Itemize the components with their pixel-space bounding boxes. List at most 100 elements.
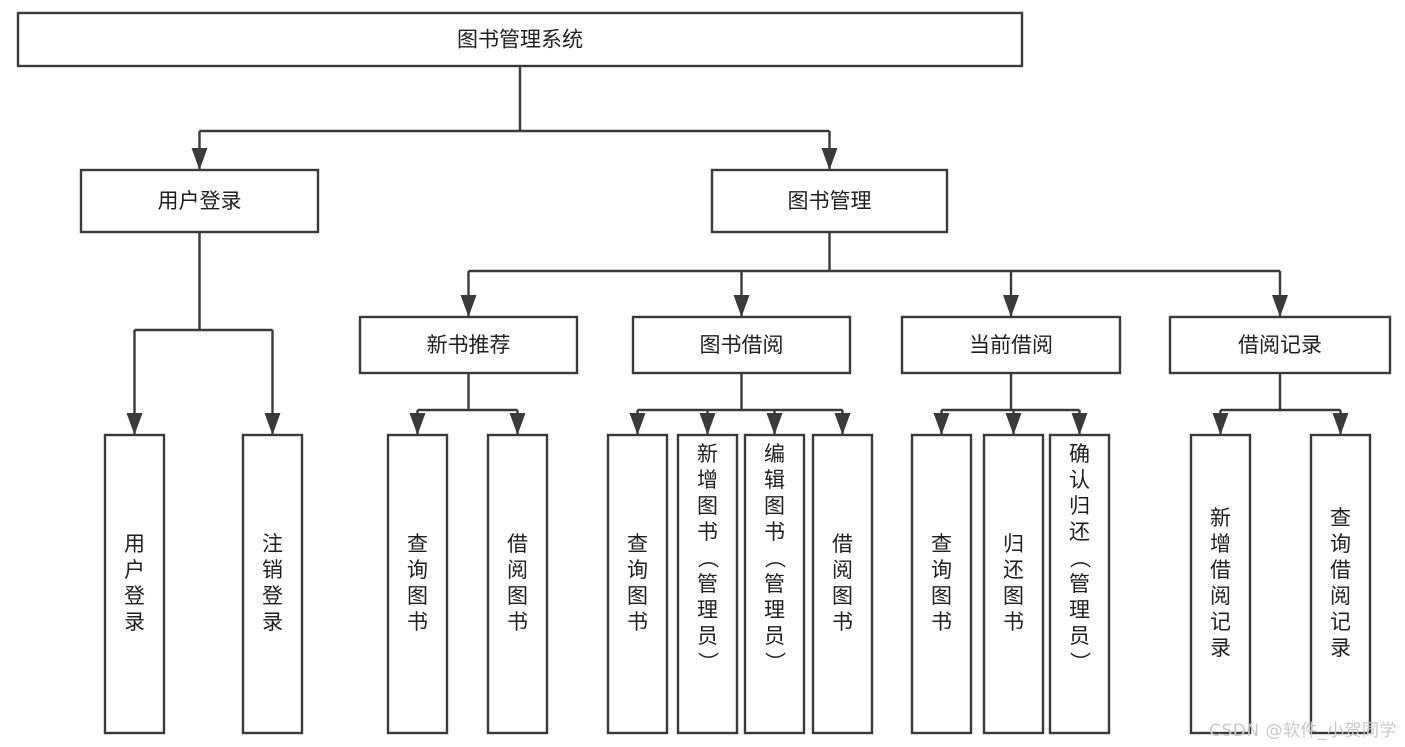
arrow-head-icon (629, 413, 646, 435)
arrow-head-icon (699, 413, 716, 435)
node-box (386, 433, 449, 735)
node-label-char: 图 (1003, 584, 1024, 608)
node-label: 图书管理系统 (457, 28, 583, 52)
node-label-char: ） (1068, 652, 1092, 673)
node-label-char: 阅 (1330, 584, 1351, 608)
node-label-char: 借 (1210, 558, 1231, 582)
node-box (910, 433, 973, 735)
node-label-char: （ (1068, 548, 1092, 569)
arrow-head-icon (509, 413, 526, 435)
node-label-char: 管 (764, 572, 785, 596)
arrow-head-icon (766, 413, 783, 435)
node-l2-0[interactable]: 用户登录 (79, 168, 320, 234)
node-label-char: 销 (262, 558, 283, 582)
node-label-char: 新 (1210, 506, 1231, 530)
node-l3-0[interactable]: 新书推荐 (358, 315, 579, 375)
node-label-char: 书 (697, 520, 718, 544)
node-label-char: 书 (931, 610, 952, 634)
node-label-char: 登 (124, 584, 145, 608)
node-box (900, 315, 1122, 375)
arrow-head-icon (1272, 295, 1288, 317)
node-box (811, 433, 874, 735)
node-label-char: 户 (124, 558, 145, 582)
arrow-head-icon (264, 413, 281, 435)
node-label-char: 图 (627, 584, 648, 608)
arrow-head-icon (191, 148, 208, 170)
node-box (1309, 433, 1372, 735)
arrow-head-icon (821, 148, 838, 170)
arrow-head-icon (126, 413, 143, 435)
node-label-char: 新 (697, 442, 718, 466)
node-label-char: 查 (1330, 506, 1351, 530)
arrow-head-icon (1212, 413, 1229, 435)
node-l3-2[interactable]: 当前借阅 (900, 315, 1122, 375)
node-box (79, 168, 320, 234)
node-leaf-0[interactable]: 用户登录 (103, 433, 166, 735)
node-label-char: 理 (764, 598, 785, 622)
node-label-char: 理 (1069, 598, 1090, 622)
node-root-0[interactable]: 图书管理系统 (16, 11, 1024, 68)
node-label-char: 员 (697, 624, 718, 648)
node-label-char: 录 (1330, 636, 1351, 660)
node-label: 新书推荐 (427, 333, 511, 357)
node-label: 当前借阅 (969, 333, 1053, 357)
node-label: 用户登录 (158, 189, 242, 213)
node-label-char: 图 (697, 494, 718, 518)
node-label-char: 书 (407, 610, 428, 634)
node-label-char: 书 (832, 610, 853, 634)
node-label-char: 书 (1003, 610, 1024, 634)
node-label-char: 员 (1069, 624, 1090, 648)
node-l3-1[interactable]: 图书借阅 (631, 315, 852, 375)
node-box (1189, 433, 1252, 735)
node-label-char: （ (696, 548, 720, 569)
node-label-char: 书 (507, 610, 528, 634)
node-label-char: ） (763, 652, 787, 673)
node-box (676, 433, 739, 735)
node-label-char: 注 (262, 532, 283, 556)
node-label-char: 图 (407, 584, 428, 608)
node-label-char: 阅 (507, 558, 528, 582)
node-label-char: 图 (764, 494, 785, 518)
node-label-char: 借 (1330, 558, 1351, 582)
node-l2-1[interactable]: 图书管理 (710, 168, 949, 234)
node-box (606, 433, 669, 735)
node-label-char: 查 (627, 532, 648, 556)
node-label-char: 借 (832, 532, 853, 556)
node-box (241, 433, 304, 735)
node-label-char: 管 (1069, 572, 1090, 596)
node-label-char: 编 (764, 442, 785, 466)
node-label-char: 记 (1330, 610, 1351, 634)
node-label-char: 询 (407, 558, 428, 582)
node-label-char: 用 (124, 532, 145, 556)
node-l3-3[interactable]: 借阅记录 (1168, 315, 1392, 375)
node-box (1048, 433, 1111, 735)
node-box (631, 315, 852, 375)
node-label-char: 书 (764, 520, 785, 544)
node-label-char: 还 (1003, 558, 1024, 582)
node-label-char: 阅 (832, 558, 853, 582)
node-layer: 图书管理系统用户登录图书管理新书推荐图书借阅当前借阅借阅记录用户登录注销登录查询… (16, 11, 1392, 735)
node-label: 借阅记录 (1238, 333, 1322, 357)
node-label-char: 还 (1069, 520, 1090, 544)
node-label-char: 询 (627, 558, 648, 582)
node-label-char: 查 (407, 532, 428, 556)
node-label-char: 登 (262, 584, 283, 608)
node-label-char: 借 (507, 532, 528, 556)
node-label: 图书借阅 (700, 333, 784, 357)
node-label-char: 询 (1330, 532, 1351, 556)
node-label-char: 阅 (1210, 584, 1231, 608)
